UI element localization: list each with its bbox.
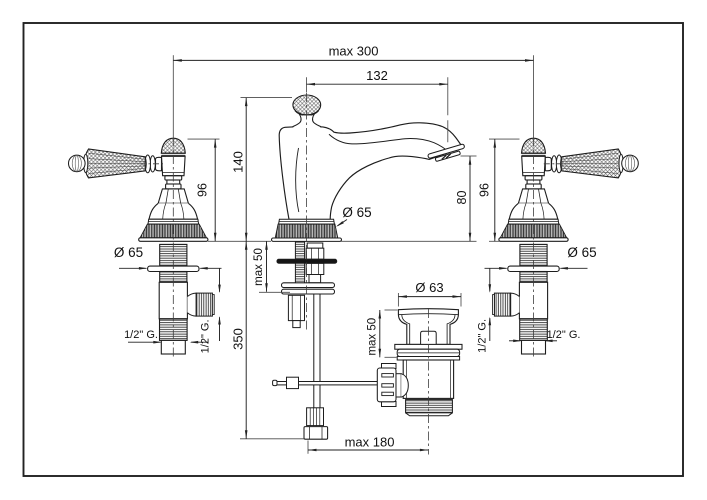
svg-text:1/2" G.: 1/2" G. — [124, 329, 158, 341]
svg-text:132: 132 — [366, 68, 388, 83]
svg-text:140: 140 — [230, 151, 245, 173]
svg-text:1/2" G.: 1/2" G. — [199, 319, 211, 353]
svg-text:Ø 65: Ø 65 — [567, 245, 596, 260]
svg-text:80: 80 — [455, 191, 469, 205]
svg-text:Ø 63: Ø 63 — [415, 280, 443, 295]
svg-text:96: 96 — [477, 183, 491, 197]
svg-text:1/2" G.: 1/2" G. — [477, 319, 489, 353]
svg-text:1/2" G.: 1/2" G. — [547, 329, 581, 341]
svg-text:Ø 65: Ø 65 — [114, 245, 143, 260]
svg-text:max 50: max 50 — [367, 318, 379, 356]
svg-text:max 50: max 50 — [253, 248, 265, 286]
svg-text:96: 96 — [195, 183, 209, 197]
svg-text:350: 350 — [230, 328, 245, 350]
svg-text:Ø 65: Ø 65 — [342, 205, 371, 220]
svg-text:max 180: max 180 — [345, 434, 395, 449]
svg-text:max 300: max 300 — [329, 44, 379, 59]
